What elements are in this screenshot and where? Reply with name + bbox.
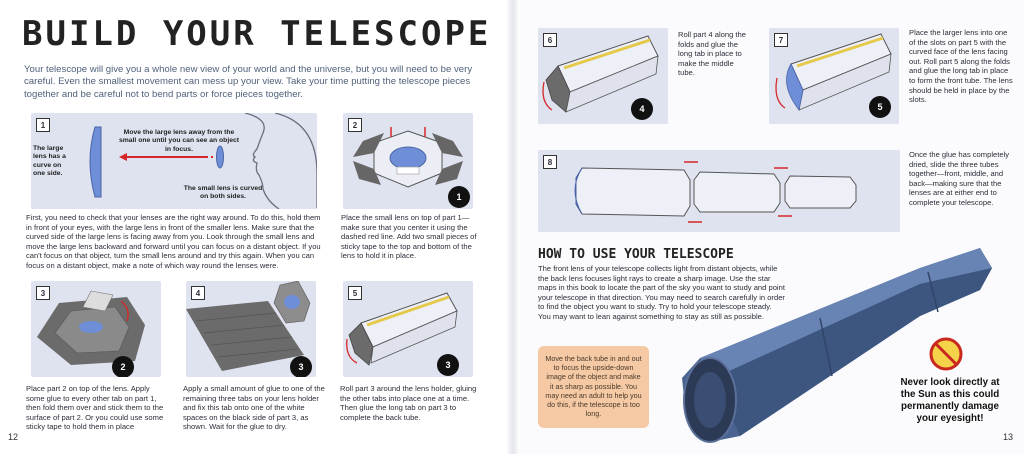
page-title: BUILD YOUR TELESCOPE bbox=[22, 14, 492, 54]
step-4-caption: Apply a small amount of glue to one of t… bbox=[183, 384, 325, 432]
howto-heading: HOW TO USE YOUR TELESCOPE bbox=[538, 247, 734, 262]
focus-note: Move the back tube in and out to focus t… bbox=[538, 346, 649, 428]
page-number-right: 13 bbox=[1003, 432, 1014, 442]
small-lens-label: The small lens is curved on both sides. bbox=[183, 185, 263, 201]
step-3-panel: 3 2 bbox=[31, 281, 161, 377]
step-4-panel: 4 3 bbox=[186, 281, 316, 377]
part-marker: 2 bbox=[112, 356, 134, 377]
step-6-panel: 6 4 bbox=[538, 28, 668, 124]
step-7-caption: Place the larger lens into one of the sl… bbox=[909, 28, 1013, 105]
step-number: 2 bbox=[348, 118, 362, 132]
telescope-illustration bbox=[682, 248, 992, 443]
step-number: 4 bbox=[191, 286, 205, 300]
step-7-panel: 7 5 bbox=[769, 28, 899, 124]
assembled-tubes-diagram bbox=[574, 161, 857, 223]
step-1-caption: First, you need to check that your lense… bbox=[26, 213, 321, 270]
glue-tab-diagram bbox=[186, 281, 311, 371]
front-tube-diagram bbox=[775, 33, 892, 111]
step-1-panel: 1 The large lens has a curve on one side… bbox=[31, 113, 317, 209]
step-2-panel: 2 1 bbox=[343, 113, 473, 209]
step-6-caption: Roll part 4 along the folds and glue the… bbox=[678, 30, 746, 78]
step-number: 1 bbox=[36, 118, 50, 132]
step-3-caption: Place part 2 on top of the lens. Apply s… bbox=[26, 384, 164, 432]
page-gutter bbox=[506, 0, 520, 454]
face-outline bbox=[244, 113, 280, 209]
move-lens-label: Move the large lens away from the small … bbox=[118, 129, 240, 153]
no-sun-icon bbox=[929, 337, 963, 371]
sun-warning: Never look directly at the Sun as this c… bbox=[900, 377, 1000, 424]
part-marker: 4 bbox=[631, 98, 653, 120]
large-lens-label: The large lens has a curve on one side. bbox=[33, 145, 66, 178]
part-marker: 5 bbox=[869, 96, 891, 118]
intro-text: Your telescope will give you a whole new… bbox=[24, 64, 473, 100]
step-number: 5 bbox=[348, 286, 362, 300]
step-5-caption: Roll part 3 around the lens holder, glui… bbox=[340, 384, 477, 422]
large-lens-icon bbox=[89, 126, 102, 198]
middle-tube-diagram bbox=[542, 35, 659, 113]
step-8-panel: 8 bbox=[538, 150, 900, 232]
step-8-caption: Once the glue has completely dried, slid… bbox=[909, 150, 1010, 207]
part-marker: 1 bbox=[448, 186, 470, 208]
howto-body: The front lens of your telescope collect… bbox=[538, 264, 785, 321]
back-tube-diagram bbox=[346, 292, 458, 366]
lens-diagram bbox=[89, 113, 317, 209]
step-number: 8 bbox=[543, 155, 557, 169]
step-number: 3 bbox=[36, 286, 50, 300]
lens-holder-diagram bbox=[353, 127, 463, 188]
step-2-caption: Place the small lens on top of part 1—ma… bbox=[341, 213, 477, 261]
fold-tabs-diagram bbox=[37, 290, 145, 365]
small-lens-icon bbox=[216, 145, 224, 169]
step-number: 6 bbox=[543, 33, 557, 47]
step-5-panel: 5 3 bbox=[343, 281, 473, 377]
step-number: 7 bbox=[774, 33, 788, 47]
left-page bbox=[0, 0, 512, 454]
part-marker: 3 bbox=[290, 356, 312, 377]
part-marker: 3 bbox=[437, 354, 459, 376]
page-number-left: 12 bbox=[8, 432, 19, 442]
